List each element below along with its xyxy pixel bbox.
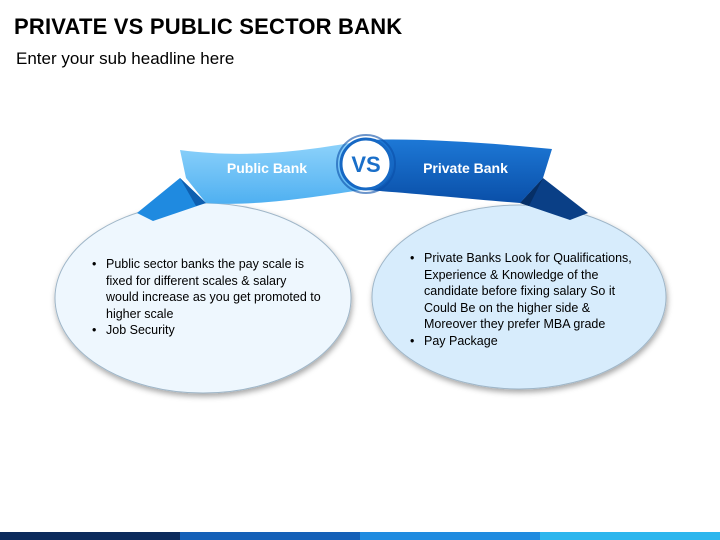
public-bank-bullets: Public sector banks the pay scale is fix… (90, 256, 322, 339)
page-subtitle: Enter your sub headline here (16, 49, 235, 68)
private-bank-banner (366, 139, 552, 203)
list-item: Job Security (90, 322, 322, 339)
public-bank-label: Public Bank (226, 160, 308, 176)
page-title: PRIVATE VS PUBLIC SECTOR BANK (14, 14, 403, 39)
private-bank-label: Private Bank (423, 160, 508, 176)
list-item: Pay Package (408, 333, 646, 350)
list-item: Private Banks Look for Qualifications, E… (408, 250, 646, 333)
vs-label: VS (351, 152, 381, 177)
right-banner-fold (520, 178, 543, 206)
vs-circle (339, 137, 393, 191)
left-banner-fold (180, 178, 206, 206)
private-bank-bullets: Private Banks Look for Qualifications, E… (408, 250, 646, 349)
list-item: Public sector banks the pay scale is fix… (90, 256, 322, 322)
public-bank-banner (180, 141, 362, 204)
